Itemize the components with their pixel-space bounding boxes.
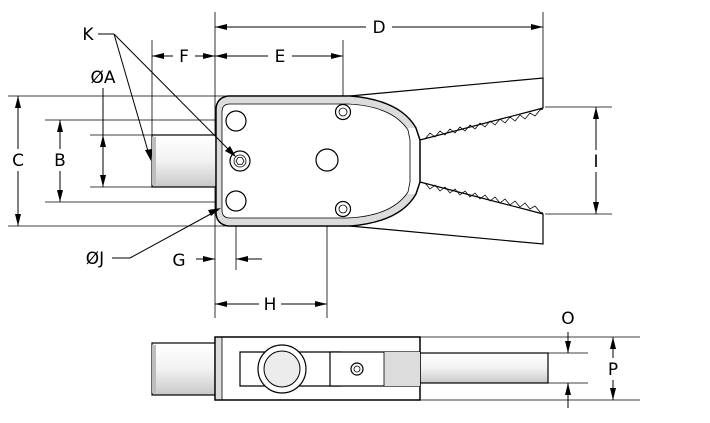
leader-J-diagonal [129, 209, 219, 259]
arrow-E-right [331, 53, 343, 59]
arrow-A-top [100, 135, 106, 147]
side-jaw [415, 352, 549, 384]
side-shaft-chamfer [152, 345, 156, 393]
arrow-K-screw [225, 146, 236, 157]
dim-label-D: D [372, 18, 385, 38]
top-view: D F E C B ØA K [7, 12, 612, 318]
shaft-chamfer [152, 137, 156, 185]
lower-jaw-teeth [424, 182, 544, 214]
dim-label-B: B [54, 151, 66, 171]
dim-label-O: O [561, 309, 574, 329]
arrow-I-bottom [593, 202, 599, 214]
dim-label-I: I [593, 152, 598, 172]
arrow-P-bottom [610, 388, 616, 400]
arrow-B-bottom [57, 190, 63, 202]
arrow-O-bottom [565, 383, 571, 395]
arrow-C-bottom [15, 214, 21, 226]
callout-label-K: K [82, 25, 94, 45]
side-view: O P [151, 309, 640, 408]
dim-E-label-bg [268, 46, 292, 66]
dim-F-label-bg [173, 46, 195, 66]
mounting-hole-bottom [225, 190, 247, 212]
arrow-H-left [215, 301, 227, 307]
arrow-I-top [593, 107, 599, 119]
dim-I-label-bg [586, 150, 606, 172]
dim-label-E: E [275, 47, 286, 67]
arrow-E-left [215, 53, 227, 59]
center-hole [315, 148, 339, 172]
dim-C-label-bg [7, 149, 29, 171]
arrow-H-right [315, 301, 327, 307]
dim-P-label-bg [603, 358, 623, 380]
dim-label-C: C [12, 151, 24, 171]
side-body-bevel [216, 338, 222, 399]
pivot-pin-top [334, 103, 352, 121]
arrow-F-right [203, 53, 215, 59]
dim-D-label-bg [366, 17, 392, 37]
arrow-D-right [531, 24, 543, 30]
arrow-F-left [152, 53, 164, 59]
arrow-O-top [565, 341, 571, 353]
hex-socket-icon [235, 157, 245, 165]
pivot-pin-bottom [334, 200, 352, 218]
arrow-G-right [236, 256, 248, 262]
pivot-pin-top-inner [338, 107, 348, 117]
dim-H-label-bg [259, 294, 281, 314]
side-pin-inner [353, 365, 361, 373]
arrow-J [208, 208, 221, 216]
socket-screw-recess [233, 154, 247, 168]
arrow-G-left [203, 256, 215, 262]
body-inner-outline [221, 103, 411, 219]
side-pivot-boss-inner [263, 350, 301, 388]
side-pin [350, 362, 364, 376]
arrow-K-shaft [145, 149, 152, 161]
mounting-hole-top [225, 110, 247, 132]
arrow-D-left [215, 24, 227, 30]
dim-label-F: F [179, 47, 189, 67]
shaft-cylinder [151, 134, 219, 188]
arrow-P-top [610, 337, 616, 349]
arrow-A-bottom [100, 175, 106, 187]
side-carrier-shading [384, 352, 420, 386]
dim-label-P: P [608, 360, 618, 380]
arrow-C-top [15, 96, 21, 108]
body-bevel-shading [217, 97, 415, 225]
side-shaft [151, 342, 219, 396]
leader-K-to-screw [113, 33, 235, 156]
dim-label-H: H [264, 295, 277, 315]
arrow-B-top [57, 120, 63, 132]
leader-K-to-shaft [113, 33, 151, 159]
dim-label-G: G [172, 251, 185, 271]
dim-B-label-bg [49, 149, 71, 171]
upper-jaw-teeth [424, 108, 544, 140]
pivot-pin-bottom-inner [338, 204, 348, 214]
dim-label-A: ØA [90, 68, 115, 88]
callout-label-J: ØJ [86, 249, 104, 269]
